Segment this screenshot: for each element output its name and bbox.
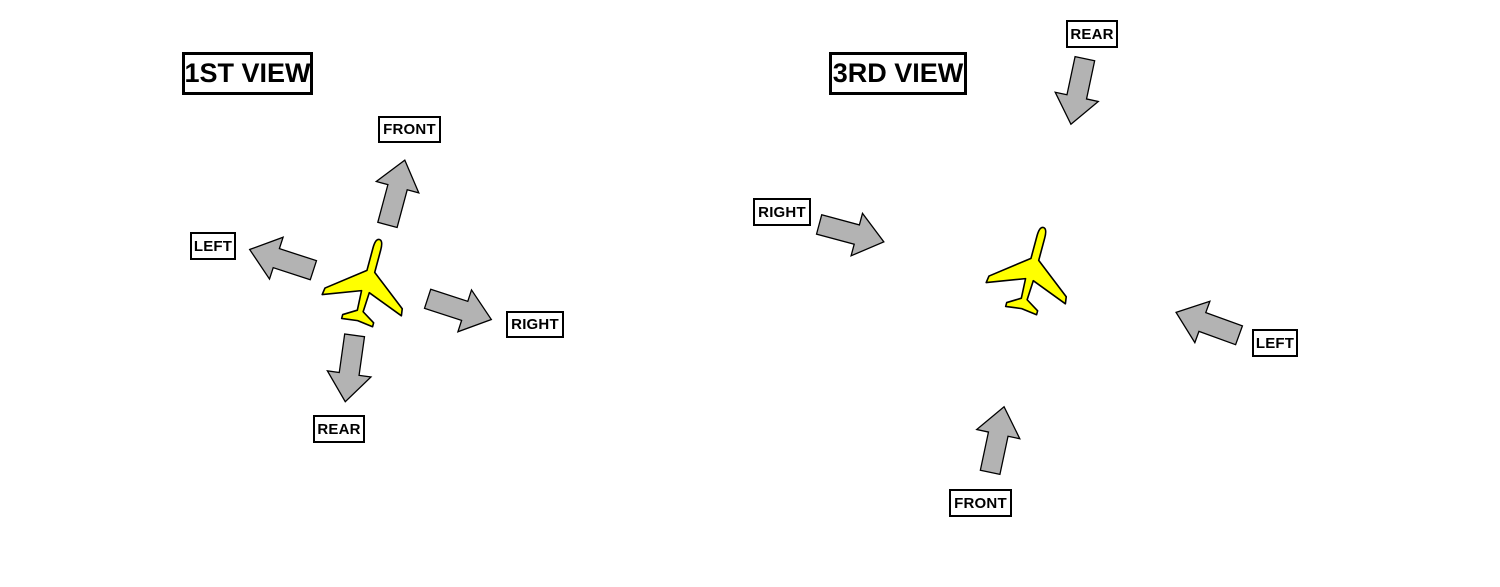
view-3-arrow-front	[967, 401, 1027, 478]
view-3-arrow-rear	[1048, 53, 1108, 130]
view-3-label-rear: REAR	[1066, 20, 1118, 48]
view-1-title: 1ST VIEW	[182, 52, 313, 95]
view-3-arrow-left	[1167, 291, 1248, 357]
view-1-arrow-left	[242, 227, 321, 292]
view-1-label-front: FRONT	[378, 116, 441, 143]
view-1-label-right: RIGHT	[506, 311, 564, 338]
view-1-arrow-front	[365, 153, 427, 232]
view-1-arrow-right	[420, 277, 499, 342]
view-3-label-front: FRONT	[949, 489, 1012, 517]
view-3-title: 3RD VIEW	[829, 52, 967, 95]
view-1-label-rear: REAR	[313, 415, 365, 443]
view-1-label-left: LEFT	[190, 232, 236, 260]
view-3-arrow-right	[812, 202, 891, 264]
view-1-arrow-rear	[322, 331, 378, 406]
view-3-label-right: RIGHT	[753, 198, 811, 226]
view-3-label-left: LEFT	[1252, 329, 1298, 357]
airplane-icon	[980, 216, 1084, 322]
airplane-icon	[316, 228, 420, 334]
